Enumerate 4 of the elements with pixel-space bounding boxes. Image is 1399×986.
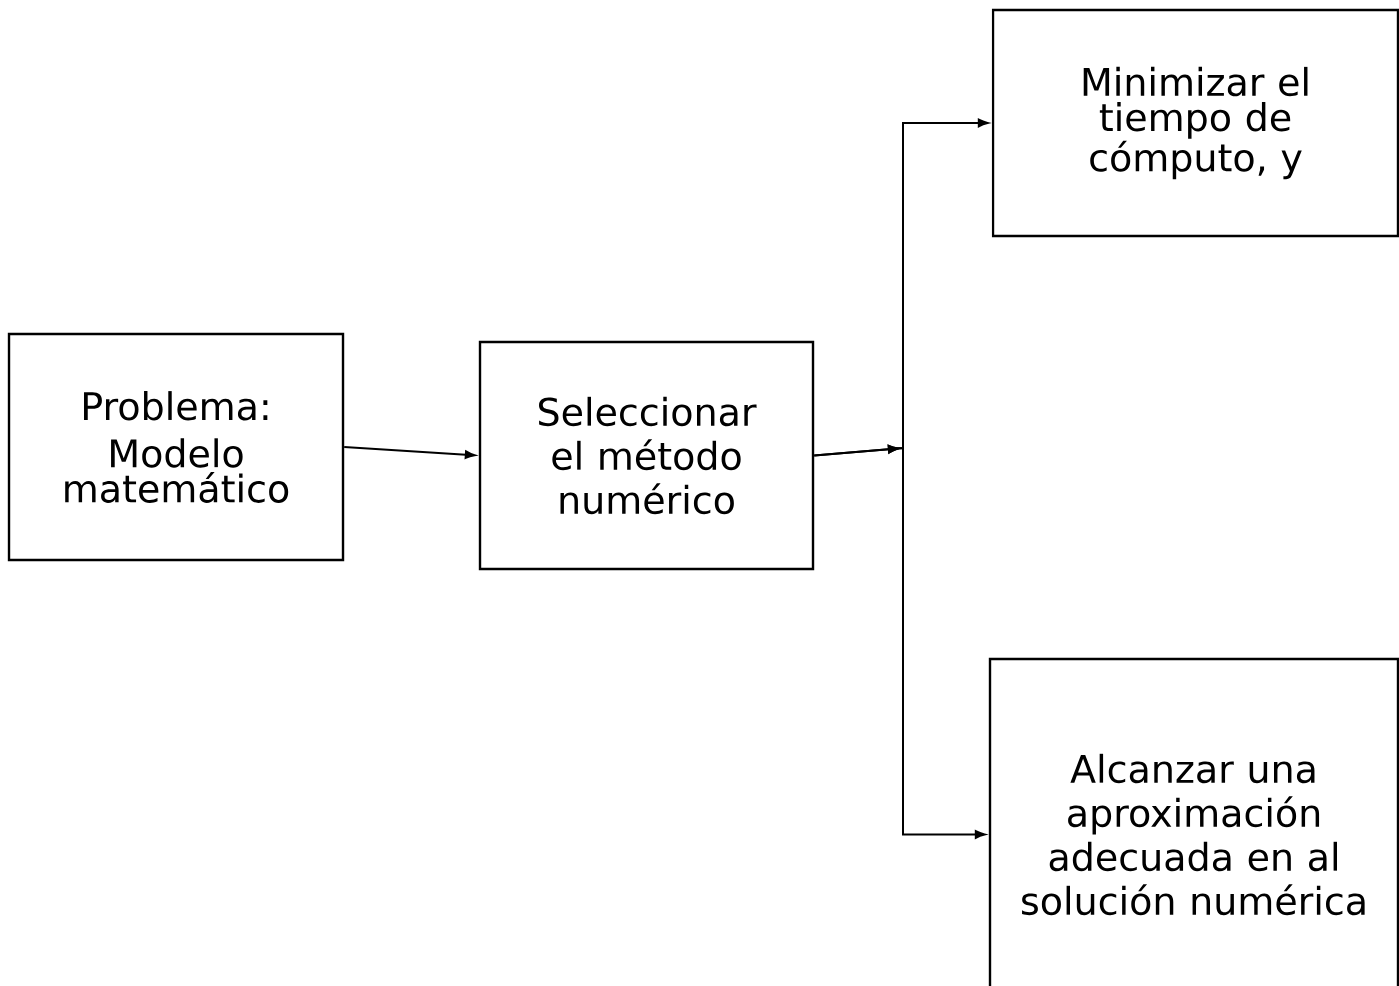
process-box: Problema: Modelo matemático <box>7 332 345 562</box>
process-box: Minimizar el tiempo de cómputo, y <box>991 8 1399 238</box>
process-box: Alcanzar una aproximación adecuada en al solución numérica <box>988 657 1399 986</box>
process-box: Seleccionar el método numérico <box>478 340 815 571</box>
